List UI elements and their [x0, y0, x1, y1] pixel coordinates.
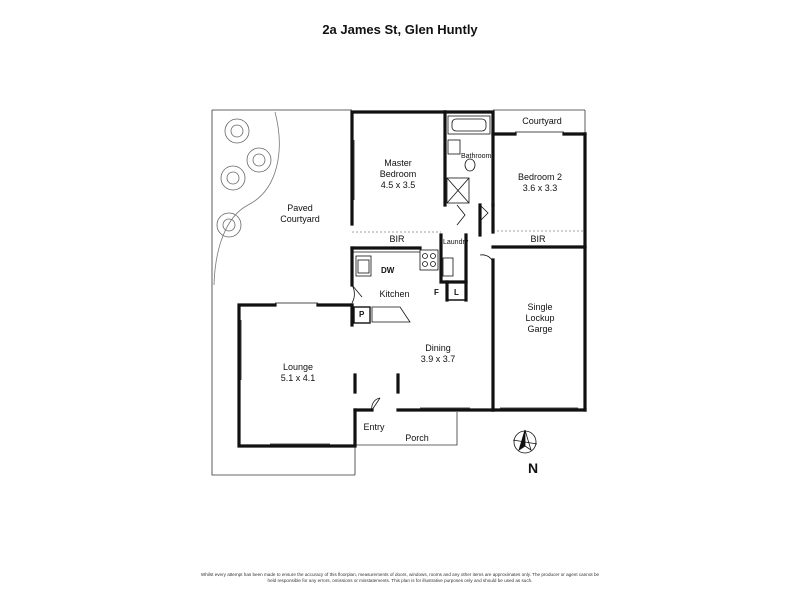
dishwasher-label: DW	[381, 266, 395, 275]
lounge-label: Lounge 5.1 x 4.1	[268, 362, 328, 384]
door-swings	[351, 204, 493, 411]
dining-name: Dining	[425, 343, 451, 353]
dining-size: 3.9 x 3.7	[420, 354, 456, 364]
porch-label: Porch	[405, 433, 429, 443]
entry-label: Entry	[363, 422, 385, 432]
bir-left-label: BIR	[389, 234, 405, 244]
bathroom-fixtures	[446, 115, 491, 204]
site-boundary	[211, 109, 586, 476]
kitchen-fixtures	[352, 249, 454, 323]
bedroom2-name: Bedroom 2	[517, 172, 563, 182]
linen-label: L	[454, 288, 459, 297]
paved-courtyard-label: Paved Courtyard	[280, 203, 320, 224]
bathroom-label: Bathroom	[461, 153, 492, 160]
north-label: N	[528, 460, 539, 476]
garage-label: Single Lockup Garge	[525, 302, 555, 334]
north-arrow-icon	[512, 429, 538, 454]
walls	[237, 110, 587, 448]
windows	[240, 131, 578, 445]
fridge-label: F	[434, 288, 439, 297]
lounge-size: 5.1 x 4.1	[280, 373, 316, 383]
disclaimer: Whilst every attempt has been made to en…	[200, 572, 600, 583]
laundry-label: Laundry	[443, 239, 469, 246]
kitchen-label: Kitchen	[379, 289, 410, 299]
bir-dashes	[352, 230, 585, 233]
dining-label: Dining 3.9 x 3.7	[408, 343, 468, 365]
garden-edge	[213, 111, 280, 286]
bedroom2-label: Bedroom 2 3.6 x 3.3	[500, 172, 580, 194]
bedroom2-size: 3.6 x 3.3	[522, 183, 558, 193]
garden-shrubs	[216, 118, 272, 238]
plan-title: 2a James St, Glen Huntly	[322, 22, 478, 37]
master-bedroom-name: Master Bedroom	[379, 158, 417, 179]
master-bedroom-size: 4.5 x 3.5	[380, 180, 416, 190]
fixture-boxes	[353, 299, 466, 324]
bir-right-label: BIR	[530, 234, 546, 244]
lounge-name: Lounge	[282, 362, 314, 372]
master-bedroom-label: Master Bedroom 4.5 x 3.5	[362, 158, 434, 191]
courtyard-label: Courtyard	[522, 116, 562, 126]
pantry-label: P	[359, 310, 365, 319]
